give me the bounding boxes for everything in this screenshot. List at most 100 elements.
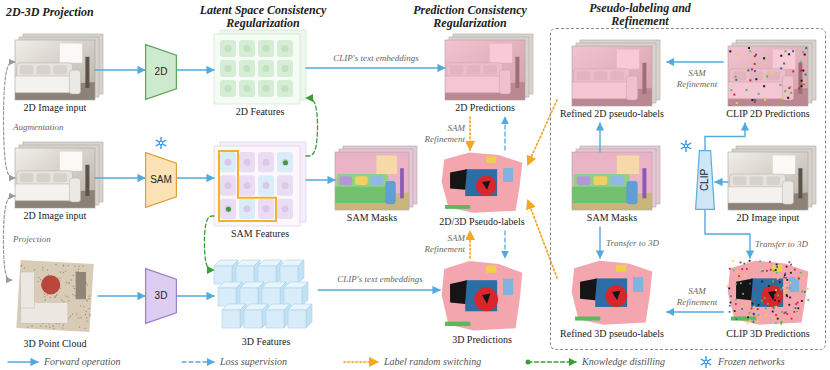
noise-dot <box>763 85 765 87</box>
noise-dot <box>754 299 756 301</box>
feature-dot <box>225 45 232 52</box>
noise-dot <box>776 278 778 280</box>
noise-dot <box>761 270 763 272</box>
noise-dot <box>761 281 763 283</box>
point <box>88 298 89 299</box>
feature-cell <box>239 60 255 77</box>
point <box>42 267 43 268</box>
noise-dot <box>729 305 731 307</box>
noise-dot <box>729 50 731 52</box>
noise-dot <box>738 275 740 277</box>
noise-dot <box>789 287 791 289</box>
noise-dot <box>741 268 743 270</box>
noise-dot <box>775 314 777 316</box>
snowflake-arm <box>681 143 691 149</box>
noise-dot <box>761 303 763 305</box>
noise-dot <box>730 89 732 91</box>
legend-line <box>528 361 576 362</box>
feature-cell <box>277 40 293 57</box>
feature-cell <box>258 60 274 77</box>
point <box>40 326 41 327</box>
feature-grid <box>214 30 306 104</box>
noise-dot <box>788 304 790 306</box>
noise-dot <box>786 287 788 289</box>
image-panel: 2D/3D Pseudo-labels <box>436 150 527 231</box>
noise-dot <box>732 260 734 262</box>
noise-dot <box>800 69 802 71</box>
feature-dot <box>282 159 289 166</box>
point <box>68 265 69 266</box>
point <box>89 296 90 297</box>
noise-dot <box>754 99 756 101</box>
noise-dot <box>784 274 786 276</box>
image-border <box>15 148 95 208</box>
image-border <box>335 152 409 210</box>
noise-dot <box>800 61 802 63</box>
point <box>85 314 86 315</box>
feature-cell <box>258 152 274 172</box>
lamp <box>400 168 404 198</box>
point <box>76 313 77 314</box>
noise-dot <box>786 266 788 268</box>
cushion <box>371 176 384 185</box>
noise-dot <box>775 306 777 308</box>
distill-arrow <box>306 98 318 156</box>
label-region <box>482 294 490 304</box>
image-border <box>15 40 95 100</box>
point <box>87 300 88 301</box>
noise-dot <box>779 281 781 283</box>
loss-arrow <box>504 117 505 150</box>
flow-arrow <box>667 61 723 62</box>
snowflake-core <box>684 144 688 148</box>
encoder-trapezoid: CLIP <box>695 150 715 210</box>
noise-dot <box>784 273 786 275</box>
feature-dot <box>225 159 232 166</box>
noise-dot <box>754 70 756 72</box>
image-caption: CLIP 2D Predictions <box>723 108 813 120</box>
point <box>56 295 57 296</box>
noise-dot <box>790 264 792 266</box>
noise-dot <box>785 311 787 313</box>
noise-dot <box>747 262 749 264</box>
noise-dot <box>752 303 754 305</box>
feature-cell <box>258 80 274 97</box>
prediction-tint <box>728 46 808 106</box>
noise-dot <box>795 277 797 279</box>
feature-dot <box>282 85 289 92</box>
cube-front <box>214 266 232 284</box>
image-clip <box>728 152 808 210</box>
snowflake-arm <box>701 359 711 365</box>
image-panel: 3D Features <box>214 256 318 351</box>
encoder-trapezoid: SAM <box>145 152 177 208</box>
illustration <box>8 30 816 368</box>
point <box>59 278 60 279</box>
noise-dot <box>761 300 763 302</box>
flow-arrow <box>599 123 600 152</box>
edge-label: Augmentation <box>12 122 65 133</box>
feature-dot <box>225 85 232 92</box>
noise-dot <box>804 74 806 76</box>
flow-arrow <box>177 69 214 70</box>
noise-dot <box>778 281 780 283</box>
mask-outline <box>219 151 276 221</box>
noise-dot <box>749 260 751 262</box>
edge-label: SAM Refinement <box>671 286 723 308</box>
feature-cell <box>220 152 236 172</box>
noise-dot <box>758 93 760 95</box>
noise-dot <box>793 311 795 313</box>
noise-dot <box>780 321 782 323</box>
noise-dot <box>789 86 791 88</box>
snowflake-arm <box>681 143 691 149</box>
edge-label: SAM Refinement <box>414 123 466 145</box>
feature-dot <box>282 65 289 72</box>
noise-dot <box>746 89 748 91</box>
cushion <box>594 176 608 185</box>
feature-cell <box>220 80 236 97</box>
noise-dot <box>776 266 778 268</box>
distill-dot <box>226 207 231 212</box>
noise-dot <box>745 275 747 277</box>
noise-dot <box>758 304 760 306</box>
wall <box>445 40 525 100</box>
image-caption: 2D Features <box>214 106 306 118</box>
point <box>42 269 43 270</box>
